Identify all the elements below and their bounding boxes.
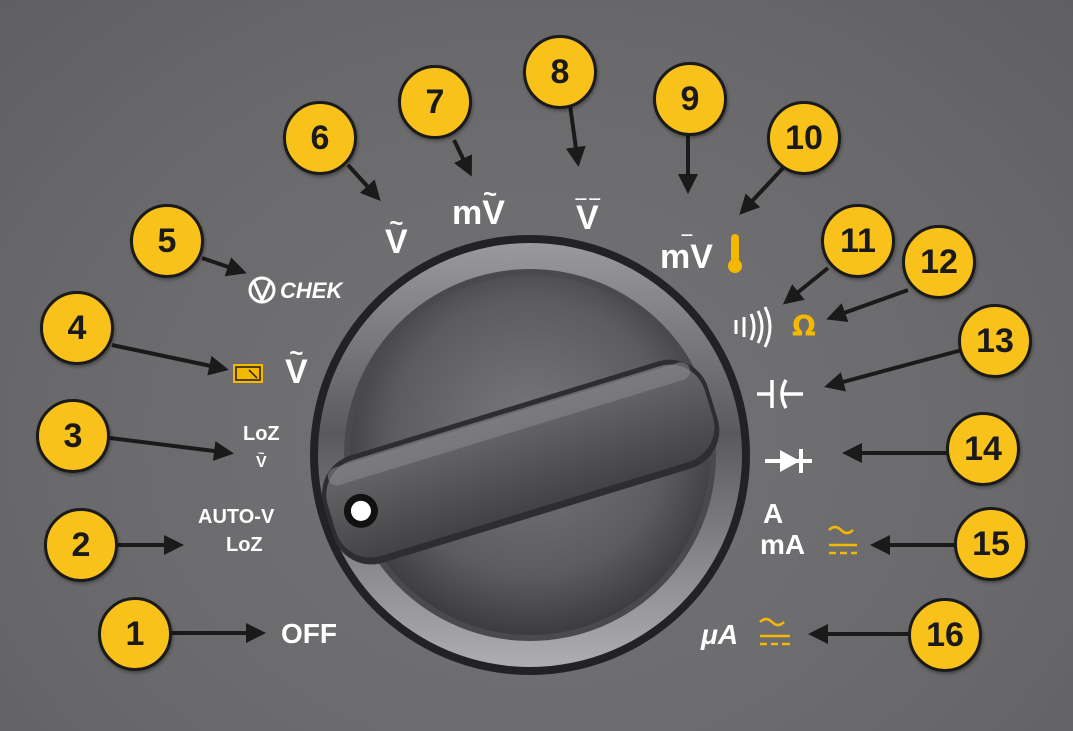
ac-tilde-mark: ~	[389, 209, 404, 237]
arrow-8	[565, 104, 586, 167]
dc-mv-text: mV	[660, 238, 713, 276]
ac-dc-icon	[759, 617, 790, 646]
callout-11: 11	[821, 204, 895, 278]
position-label-dc-v: --- ---V	[575, 191, 601, 237]
v-chek-icon	[248, 276, 276, 304]
ac-dc-icon	[828, 525, 857, 555]
callout-9: 9	[653, 62, 727, 136]
callout-3: 3	[36, 399, 110, 473]
position-label-v-chek: CHEK	[280, 278, 343, 303]
dial-pointer[interactable]	[312, 350, 729, 575]
lo-filter-v-text: V	[285, 353, 308, 391]
callout-4: 4	[40, 291, 114, 365]
capacitor-icon	[757, 379, 803, 409]
pointer-indicator-dot	[350, 500, 371, 521]
diode-icon	[765, 449, 812, 473]
position-label-ohm: Ω	[792, 310, 816, 343]
lo-pass-filter-icon	[233, 364, 263, 383]
arrow-6	[346, 163, 381, 201]
callout-2: 2	[44, 508, 118, 582]
position-label-off: OFF	[281, 618, 337, 649]
callout-1: 1	[98, 597, 172, 671]
position-label-microamp: μA	[701, 619, 739, 650]
callout-12: 12	[902, 225, 976, 299]
callout-5: 5	[130, 204, 204, 278]
callout-8: 8	[523, 35, 597, 109]
ac-v-text: V	[385, 223, 408, 261]
callout-16: 16	[908, 598, 982, 672]
position-label-loz: LoZ	[243, 423, 280, 445]
arrow-3	[109, 436, 234, 461]
position-label-amp: A	[763, 498, 784, 529]
position-label-lo-filter-v: ~V	[285, 342, 308, 391]
callout-14: 14	[946, 412, 1020, 486]
position-label-auto-v: AUTO-V	[198, 506, 275, 528]
ac-tilde-mark: ~	[258, 447, 265, 460]
arrow-11	[782, 266, 830, 305]
position-label-loz-v: ~V	[256, 448, 267, 471]
callout-13: 13	[958, 304, 1032, 378]
arrow-4	[111, 343, 229, 376]
thermometer-icon	[728, 234, 742, 273]
position-label-auto-v-loz: LoZ	[226, 534, 263, 556]
position-label-ac-mv: ~mV	[452, 183, 505, 232]
dc-v-text: V	[576, 199, 599, 237]
arrow-10	[739, 166, 785, 215]
position-label-dc-mv: ---mV	[660, 227, 713, 276]
callout-10: 10	[767, 101, 841, 175]
ac-tilde-mark: ~	[289, 339, 304, 367]
dc-bar-mark: ---	[680, 226, 693, 242]
arrow-12	[826, 288, 909, 323]
ac-tilde-mark: ~	[483, 180, 498, 208]
arrow-7	[452, 139, 473, 177]
callout-15: 15	[954, 507, 1028, 581]
position-label-milliamp: mA	[760, 529, 806, 560]
arrow-5	[201, 256, 247, 277]
position-label-ac-v: ~V	[385, 212, 408, 261]
dc-bar-mark: --- ---	[574, 190, 601, 206]
loz-v-text: V	[256, 454, 267, 471]
arrow-13	[824, 348, 963, 392]
callout-arrows	[109, 104, 963, 644]
continuity-beeper-icon	[734, 306, 772, 348]
callout-7: 7	[398, 65, 472, 139]
rotary-dial[interactable]	[310, 235, 750, 675]
callout-6: 6	[283, 101, 357, 175]
ac-mv-text: mV	[452, 194, 505, 232]
